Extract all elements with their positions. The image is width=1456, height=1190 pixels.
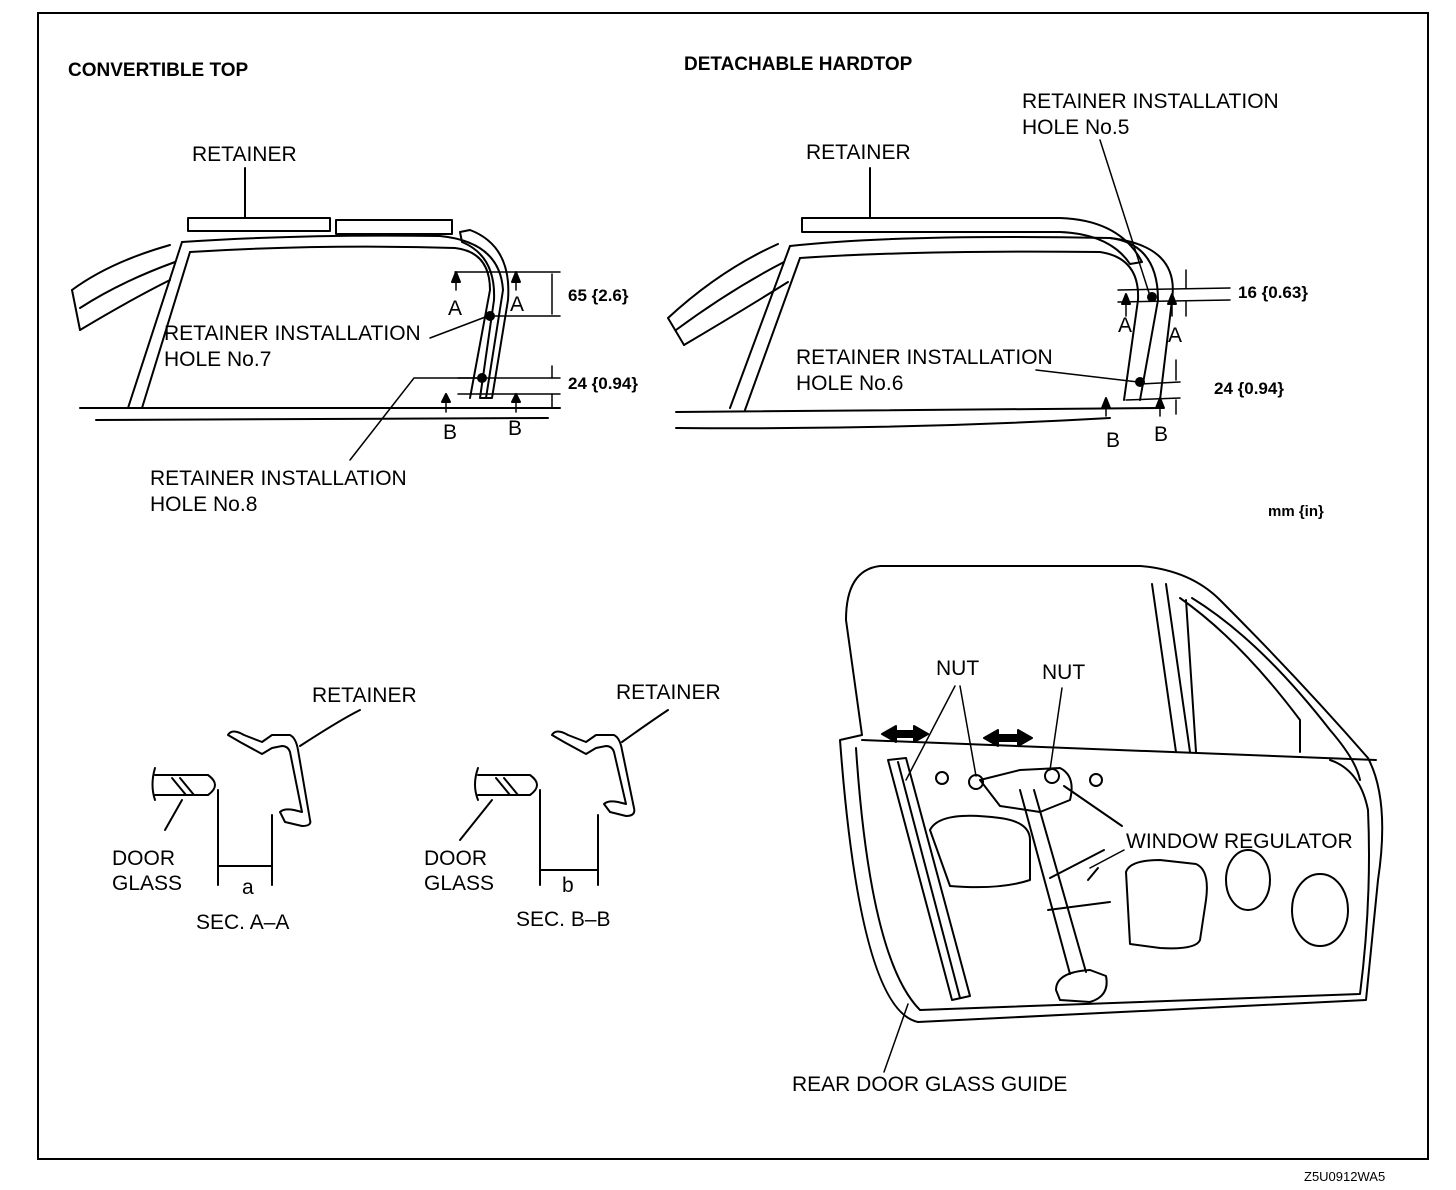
- window-regulator-label: WINDOW REGULATOR: [1126, 830, 1353, 853]
- hardtop-car-outline: [667, 236, 1174, 430]
- sec-a-dim-label: a: [242, 876, 254, 899]
- convertible-dim-a: 65 {2.6}: [568, 286, 629, 305]
- convertible-retainer-label: RETAINER: [192, 143, 297, 166]
- rear-door-glass-guide-label: REAR DOOR GLASS GUIDE: [792, 1073, 1068, 1096]
- hole8-label: RETAINER INSTALLATION HOLE No.8: [150, 467, 407, 516]
- nut-label-right: NUT: [1042, 661, 1086, 684]
- door-leader-lines: [883, 685, 1125, 1073]
- convertible-a-right: A: [510, 293, 525, 316]
- hardtop-retainer-label: RETAINER: [806, 141, 911, 164]
- section-aa-drawing: [151, 709, 361, 886]
- sec-a-door-glass-label: DOOR GLASS: [112, 847, 183, 895]
- convertible-title: CONVERTIBLE TOP: [68, 60, 249, 81]
- convertible-hole-markers: [441, 271, 521, 403]
- door-outline: [839, 565, 1384, 1023]
- hardtop-dim-b: 24 {0.94}: [1214, 379, 1284, 398]
- hardtop-hole-markers: [1101, 292, 1177, 409]
- sec-b-dim-label: b: [562, 874, 574, 897]
- figure-code: Z5U0912WA5: [1304, 1169, 1386, 1184]
- sec-bb-label: SEC. B–B: [516, 908, 611, 931]
- door-adjust-arrows: [881, 725, 1033, 747]
- figure-frame: [37, 12, 1429, 1160]
- convertible-a-left: A: [448, 297, 463, 320]
- section-bb-drawing: [459, 709, 669, 886]
- convertible-b-right: B: [508, 417, 523, 440]
- sec-b-door-glass-label: DOOR GLASS: [424, 847, 495, 895]
- sec-a-retainer-label: RETAINER: [312, 684, 417, 707]
- hole7-label: RETAINER INSTALLATION HOLE No.7: [164, 322, 421, 371]
- hardtop-a-right: A: [1168, 324, 1183, 347]
- hole6-label: RETAINER INSTALLATION HOLE No.6: [796, 346, 1053, 395]
- nut-label-left: NUT: [936, 657, 980, 680]
- door-internals: [887, 757, 1349, 1003]
- convertible-dimension-lines: [349, 271, 561, 461]
- hardtop-title: DETACHABLE HARDTOP: [684, 54, 913, 75]
- sec-b-retainer-label: RETAINER: [616, 681, 721, 704]
- convertible-car-outline: [71, 229, 561, 421]
- sec-aa-label: SEC. A–A: [196, 911, 290, 934]
- hardtop-retainer-strip: [801, 167, 1143, 265]
- hole5-label: RETAINER INSTALLATION HOLE No.5: [1022, 90, 1279, 139]
- hardtop-b-left: B: [1106, 429, 1121, 452]
- convertible-retainer-strips: [187, 167, 453, 235]
- convertible-b-left: B: [443, 421, 458, 444]
- hardtop-b-right: B: [1154, 423, 1169, 446]
- convertible-dim-b: 24 {0.94}: [568, 374, 638, 393]
- hardtop-a-left: A: [1118, 314, 1133, 337]
- hardtop-dimension-lines: [1035, 139, 1231, 417]
- hardtop-dim-a: 16 {0.63}: [1238, 283, 1308, 302]
- units-label: mm {in}: [1268, 503, 1324, 520]
